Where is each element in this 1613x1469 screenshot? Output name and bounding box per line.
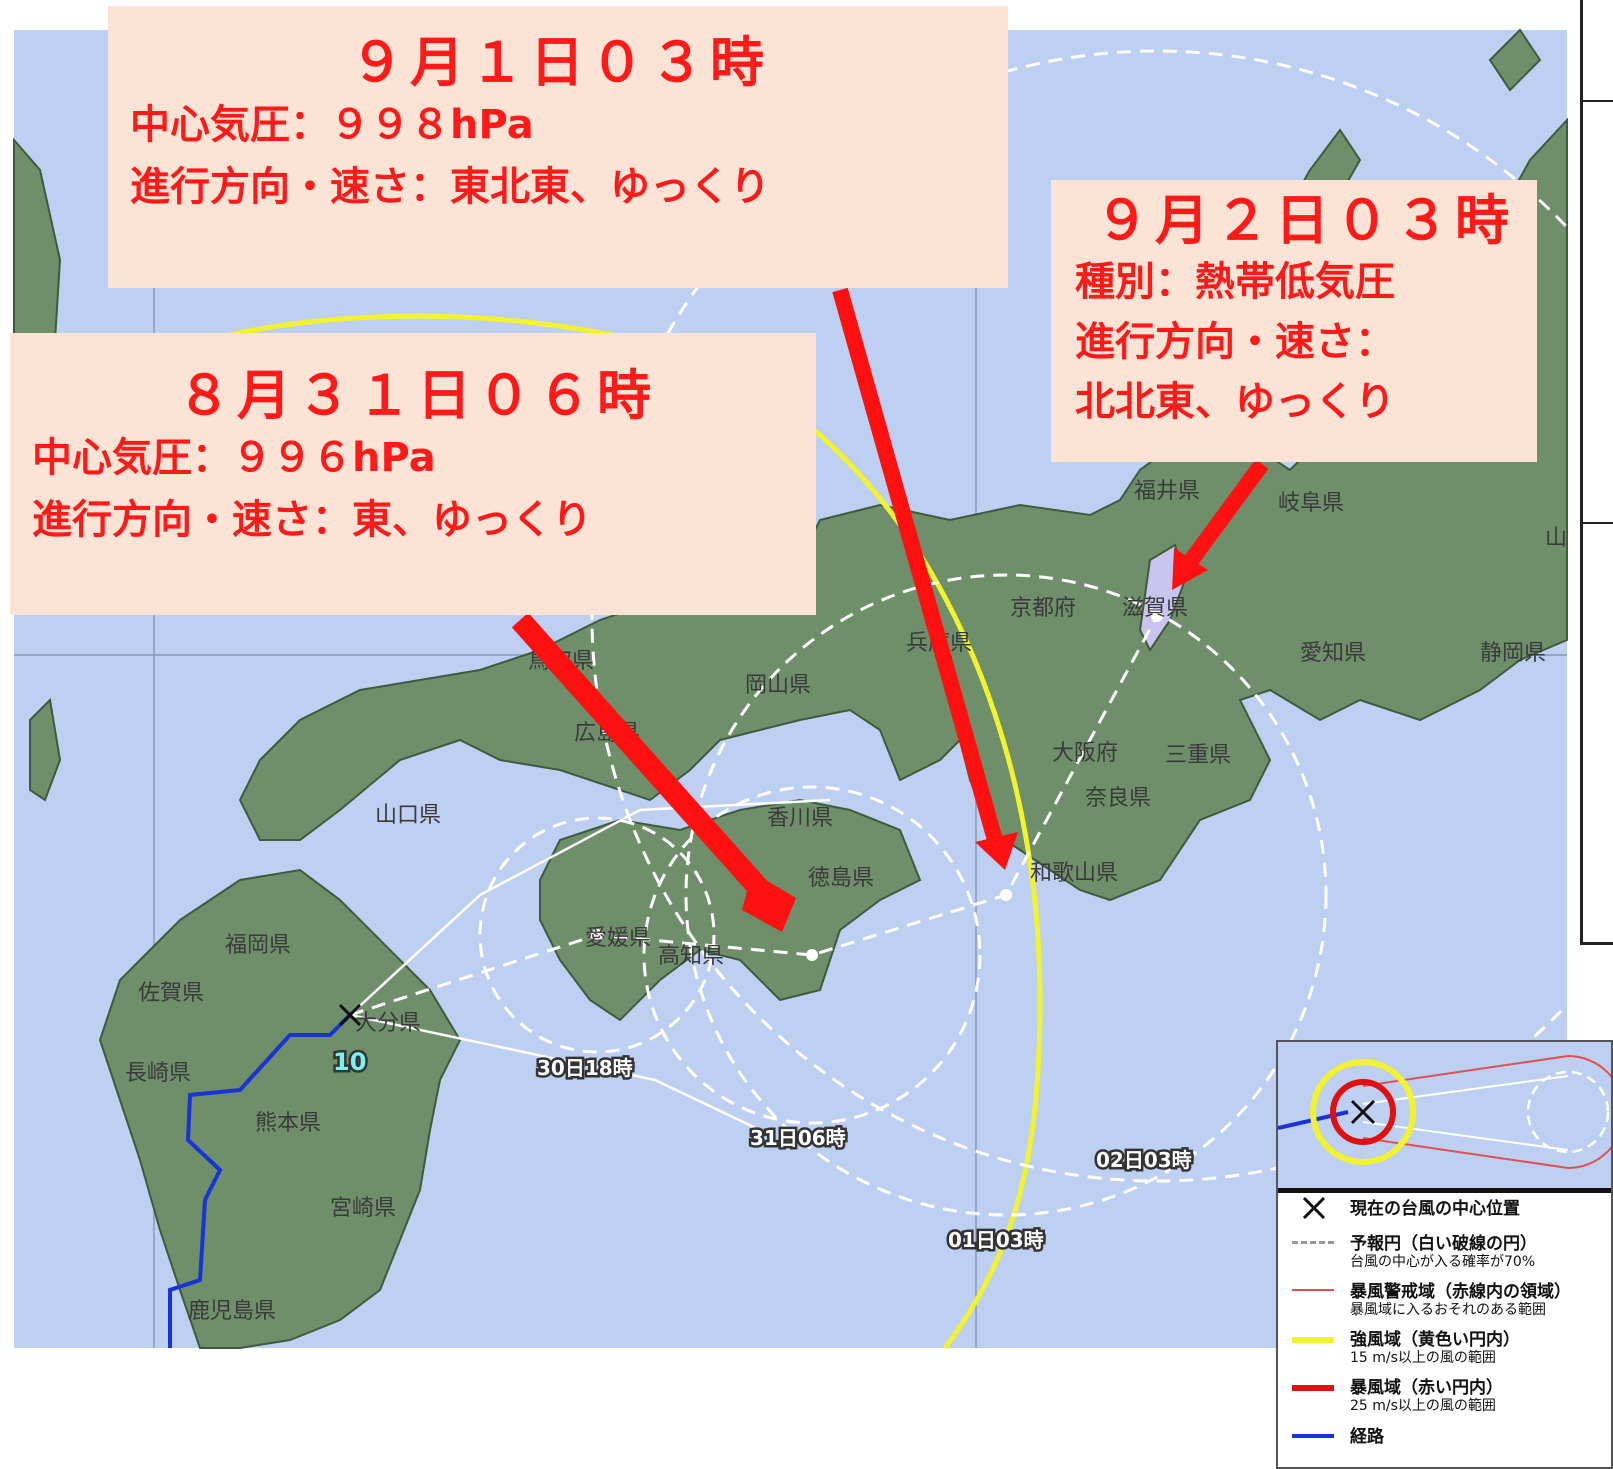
pref-label: 熊本県 [255,1111,321,1136]
callout-movement-label: 進行方向・速さ： [1075,319,1395,366]
side-panel-edge [1580,0,1613,945]
legend-sublabel: 25 m/s以上の風の範囲 [1350,1398,1496,1414]
pref-label: 和歌山県 [1030,861,1118,886]
pref-label: 岡山県 [745,673,811,698]
callout-sep2-0300: ９月２日０３時 種別：熱帯低気圧 進行方向・速さ： 北北東、ゆっくり [1051,180,1537,462]
pref-label: 奈良県 [1085,786,1151,811]
pref-label: 鹿児島県 [188,1299,276,1324]
legend-label: 強風域（黄色い円内） [1350,1330,1520,1350]
callout-aug31-0600: ８月３１日０６時 中心気圧：９９６hPa 進行方向・速さ：東、ゆっくり [10,333,816,615]
time-label-30-18: 30日18時 [537,1056,633,1080]
forecast-track-dashed [349,615,1159,1017]
forecast-center-dots [591,610,1163,961]
pref-label: 佐賀県 [138,981,204,1006]
pref-label: 愛知県 [1300,641,1366,666]
pref-label: 大分県 [355,1011,421,1036]
callout-sep1-0300: ９月１日０３時 中心気圧：９９８hPa 進行方向・速さ：東北東、ゆっくり [108,6,1008,288]
storm-warning-area [349,798,831,1132]
callout-title: ９月２日０３時 [1095,189,1515,252]
legend-sample-svg [1278,1054,1611,1170]
x-cross-icon [338,1003,362,1027]
pref-label: 徳島県 [808,866,874,891]
pref-label: 滋賀県 [1122,596,1188,621]
pref-label: 香川県 [767,806,833,831]
time-label-02-03: 02日03時 [1096,1148,1192,1172]
callout-movement-value: 北北東、ゆっくり [1075,379,1395,426]
pref-label: 山 [1545,526,1567,551]
pref-label: 三重県 [1165,743,1231,768]
legend-label: 暴風警戒域（赤線内の領域） [1350,1282,1571,1302]
forecast-circle-02-03 [590,49,1613,1183]
callout-pressure: 中心気圧：９９８hPa [130,102,534,149]
prefecture-labels: 福井県 岐阜県 山 京都府 滋賀県 兵庫県 愛知県 静岡県 鳥取県 岡山県 広島… [125,479,1567,1324]
legend-sublabel: 台風の中心が入る確率が70% [1350,1254,1536,1270]
time-label-01-03: 01日03時 [948,1228,1044,1252]
pref-label: 京都府 [1010,596,1076,621]
forecast-circle-31-06 [642,785,982,1125]
legend-label: 現在の台風の中心位置 [1350,1199,1520,1219]
forecast-circle-30-18 [478,816,716,1054]
arrow-0902-head [1172,548,1208,590]
pref-label: 高知県 [658,944,724,969]
legend-label: 暴風域（赤い円内） [1350,1378,1503,1398]
legend-sublabel: 15 m/s以上の風の範囲 [1350,1350,1496,1366]
legend-label: 予報円（白い破線の円） [1350,1234,1537,1254]
typhoon-track [168,1013,352,1348]
land-kyushu [98,868,462,1349]
legend-sample-diagram [1278,1042,1611,1193]
forecast-circles [349,49,1613,1217]
pref-label: 長崎県 [125,1061,191,1086]
callout-movement: 進行方向・速さ：東北東、ゆっくり [130,164,770,211]
arrow-0902 [1183,459,1269,567]
arrow-0831-head [742,872,796,932]
arrow-0901-head [975,832,1018,870]
typhoon-number: 10 [333,1048,366,1076]
pref-label: 大阪府 [1052,741,1118,766]
pref-label: 山口県 [375,803,441,828]
legend-label: 経路 [1350,1427,1384,1447]
callout-arrows [511,287,1269,932]
callout-pressure: 中心気圧：９９６hPa [32,435,436,482]
time-label-31-06: 31日06時 [750,1126,846,1150]
land-masses [13,28,1568,1349]
arrow-0831 [511,612,774,903]
land-islands-west [29,697,62,802]
callout-movement: 進行方向・速さ：東、ゆっくり [32,497,592,544]
callout-title: ８月３１日０６時 [177,364,657,427]
callout-title: ９月１日０３時 [350,31,770,94]
land-sado [1488,28,1542,92]
pref-label: 岐阜県 [1278,491,1344,516]
x-cross-icon [1302,1196,1326,1220]
pref-label: 宮崎県 [330,1196,396,1221]
pref-label: 愛媛県 [585,926,651,951]
forecast-circle-01-03 [684,573,1328,1217]
callout-type: 種別：熱帯低気圧 [1075,259,1395,306]
arrow-0901 [832,287,1003,843]
map-legend: 現在の台風の中心位置 予報円（白い破線の円） 台風の中心が入る確率が70% 暴風… [1276,1040,1613,1469]
legend-sublabel: 暴風域に入るおそれのある範囲 [1350,1302,1546,1318]
pref-label: 福井県 [1134,479,1200,504]
pref-label: 福岡県 [225,933,291,958]
pref-label: 静岡県 [1480,641,1546,666]
land-shikoku [539,798,922,1022]
